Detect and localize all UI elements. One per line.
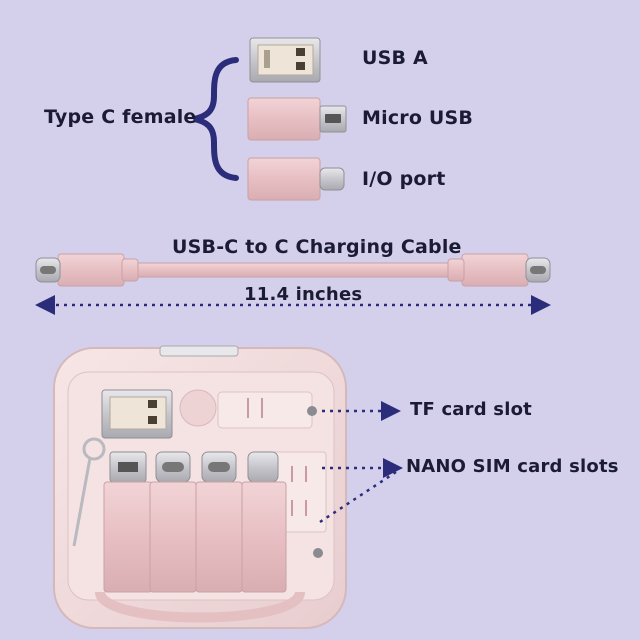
- lightning-adapter: [247, 157, 345, 201]
- micro-usb-adapter: [247, 97, 347, 141]
- sim-ejector-pin: [72, 437, 106, 547]
- usb-c-cable: [35, 253, 551, 287]
- nano-sim-slots-label: NANO SIM card slots: [406, 456, 619, 477]
- storage-case: [53, 345, 347, 629]
- type-c-female-label: Type C female: [44, 106, 197, 128]
- grouping-brace: [193, 57, 239, 181]
- cable-title: USB-C to C Charging Cable: [172, 236, 462, 258]
- cable-length-label: 11.4 inches: [244, 284, 363, 305]
- stored-connectors: [103, 451, 287, 593]
- usb-a-label: USB A: [362, 47, 428, 69]
- usb-a-adapter: [249, 37, 321, 83]
- tf-card-slot-label: TF card slot: [410, 399, 532, 420]
- io-port-label: I/O port: [362, 168, 446, 190]
- micro-usb-label: Micro USB: [362, 107, 474, 129]
